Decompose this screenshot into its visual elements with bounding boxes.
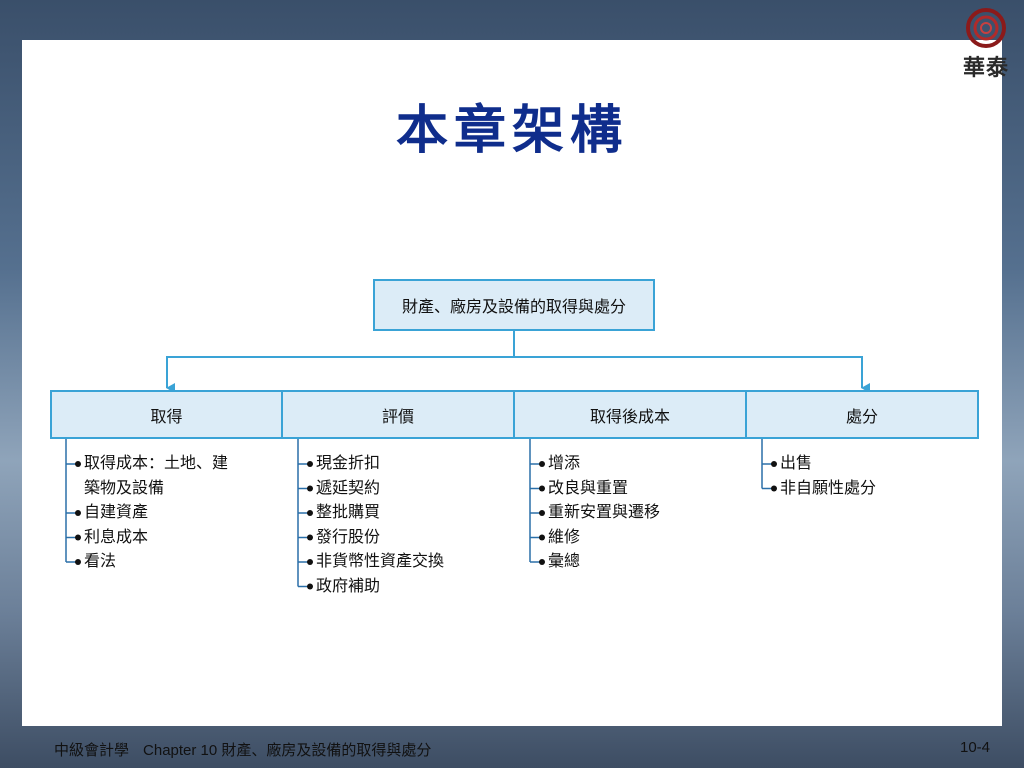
- category-node-valuation: 評價: [281, 390, 515, 439]
- list-item: 發行股份: [316, 526, 381, 546]
- list-item-continuation: 築物及設備: [84, 477, 165, 497]
- list-item: 非貨幣性資產交換: [316, 551, 445, 570]
- list-item: 利息成本: [84, 526, 149, 546]
- publisher-logo: 華泰: [948, 6, 1024, 84]
- category-node-acquisition: 取得: [50, 390, 283, 439]
- root-node: 財產、廠房及設備的取得與處分: [373, 279, 655, 331]
- footer-course-name: 中級會計學: [54, 741, 130, 759]
- slide-background: [22, 40, 1002, 726]
- category-node-post-acquisition-costs: 取得後成本: [513, 390, 747, 439]
- list-item: 非自願性處分: [780, 477, 877, 497]
- slide-title: 本章架構: [395, 100, 628, 161]
- list-item: 彙總: [548, 551, 581, 570]
- list-item: 出售: [780, 453, 813, 472]
- list-item: 現金折扣: [316, 453, 381, 472]
- post-acquisition-list: 增添 改良與重置 重新安置與遷移 維修 彙總: [526, 451, 660, 574]
- acquisition-list: 取得成本：土地、建 築物及設備 自建資產 利息成本 看法: [62, 451, 228, 574]
- list-item: 改良與重置: [548, 477, 629, 497]
- footer-course: 中級會計學 Chapter 10 財產、廠房及設備的取得與處分: [54, 739, 431, 760]
- list-item: 遞延契約: [316, 477, 381, 497]
- category-node-disposal: 處分: [745, 390, 979, 439]
- concentric-rings-icon: [966, 8, 1006, 48]
- list-item: 重新安置與遷移: [548, 502, 661, 521]
- footer-chapter: Chapter 10 財產、廠房及設備的取得與處分: [143, 742, 432, 759]
- list-item: 增添: [548, 453, 581, 472]
- list-item: 政府補助: [316, 575, 381, 595]
- footer-page-number: 10-4: [960, 739, 991, 756]
- valuation-list: 現金折扣 遞延契約 整批購買 發行股份 非貨幣性資產交換 政府補助: [294, 451, 444, 598]
- list-item: 整批購買: [316, 502, 381, 521]
- disposal-list: 出售 非自願性處分: [758, 451, 876, 500]
- list-item: 自建資產: [84, 502, 149, 521]
- list-item: 維修: [548, 526, 581, 546]
- logo-text: 華泰: [962, 55, 1009, 81]
- list-item: 取得成本：土地、建: [84, 453, 229, 472]
- list-item: 看法: [84, 551, 117, 570]
